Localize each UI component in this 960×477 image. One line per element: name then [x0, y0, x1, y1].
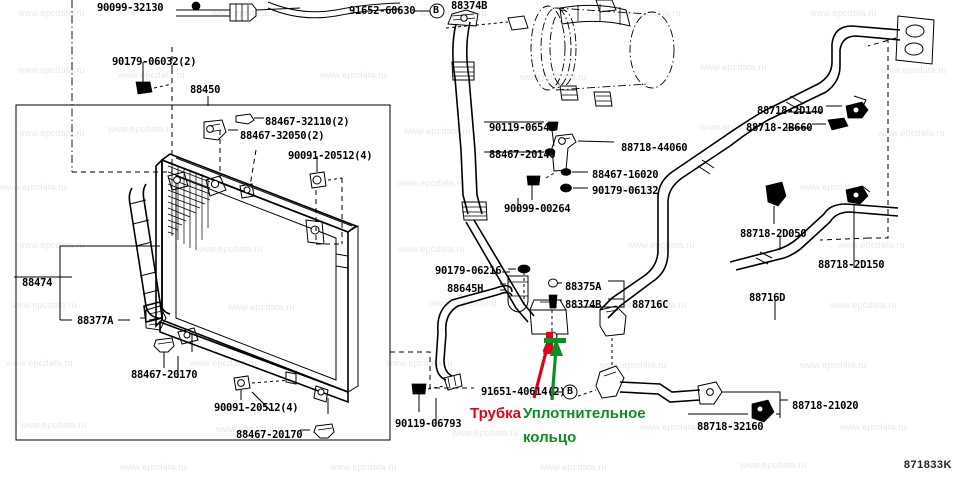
part-number-label[interactable]: 88467-20170: [131, 369, 198, 381]
condenser-core: [128, 130, 359, 414]
dashdot-guides: [71, 0, 173, 173]
part-number-label[interactable]: 88467-20170: [236, 429, 303, 441]
leader-lines: [177, 96, 855, 426]
discharge-hose-88716D: [599, 15, 935, 319]
part-number-label[interactable]: 91652-60630: [349, 5, 416, 17]
annotation-arrows[interactable]: [532, 332, 566, 401]
part-number-label[interactable]: 88467-20140: [489, 149, 556, 161]
part-number-label[interactable]: 88718-21020: [792, 400, 859, 412]
compressor-phantom: [445, 0, 675, 107]
drawing-number: 871833K: [903, 459, 952, 471]
part-number-label[interactable]: 88645H: [447, 283, 484, 295]
hose-clamps-right: [765, 95, 869, 252]
part-number-label[interactable]: 90179-06032(2): [112, 56, 197, 68]
part-number-label[interactable]: 88716D: [749, 292, 786, 304]
part-number-label[interactable]: 90091-20512(4): [288, 150, 373, 162]
part-number-label[interactable]: 88718-2D140: [757, 105, 824, 117]
part-number-label[interactable]: 88467-16020: [592, 169, 659, 181]
annotation-kolco: кольцо: [523, 429, 577, 446]
part-number-label[interactable]: 88474: [22, 277, 53, 289]
top-hose-stub: [176, 1, 301, 22]
part-number-label[interactable]: 88718-2D150: [818, 259, 885, 271]
bolt-90119-06793: [411, 383, 445, 412]
part-number-label[interactable]: 90119-06793: [395, 418, 462, 430]
part-number-label[interactable]: 91651-40614(2): [481, 386, 566, 398]
right-dashed-guides: [819, 38, 889, 241]
part-number-label[interactable]: 88374B: [565, 299, 602, 311]
part-number-label[interactable]: 88450: [190, 84, 221, 96]
callout-b-top: [414, 3, 445, 19]
part-number-label[interactable]: 90119-06541: [489, 122, 556, 134]
receiver-drier-88716C: [390, 264, 625, 391]
part-number-label[interactable]: 90099-32130: [97, 2, 164, 14]
part-number-label[interactable]: 88375A: [565, 281, 602, 293]
part-number-label[interactable]: 88718-44060: [621, 142, 688, 154]
callout-mark: B: [567, 386, 573, 397]
condenser-fasteners: [14, 62, 343, 439]
part-number-label[interactable]: 88718-2D050: [740, 228, 807, 240]
part-number-label[interactable]: 88467-32110(2): [265, 116, 350, 128]
part-number-label[interactable]: 90179-06132: [592, 185, 659, 197]
bracket-88718-44060: [484, 121, 615, 200]
part-number-label[interactable]: 88377A: [77, 315, 114, 327]
condenser-group-frame: [15, 104, 391, 441]
part-number-label[interactable]: 88374B: [451, 0, 488, 12]
part-number-label[interactable]: 88718-2B660: [746, 122, 813, 134]
callout-mark: B: [433, 5, 439, 16]
bracket-88718-21020: [549, 305, 788, 423]
part-number-label[interactable]: 90179-06216: [435, 265, 502, 277]
part-number-label[interactable]: 88716C: [632, 299, 669, 311]
annotation-uplotnitelnoe: Уплотнительное: [523, 405, 646, 422]
part-number-label[interactable]: 90091-20512(4): [214, 402, 299, 414]
top-curve-pipe: [267, 1, 401, 19]
part-number-label[interactable]: 88467-32050(2): [240, 130, 325, 142]
part-number-label[interactable]: 88718-32160: [697, 421, 764, 433]
annotation-trubka: Трубка: [470, 405, 522, 422]
part-number-label[interactable]: 90099-00264: [504, 203, 571, 215]
